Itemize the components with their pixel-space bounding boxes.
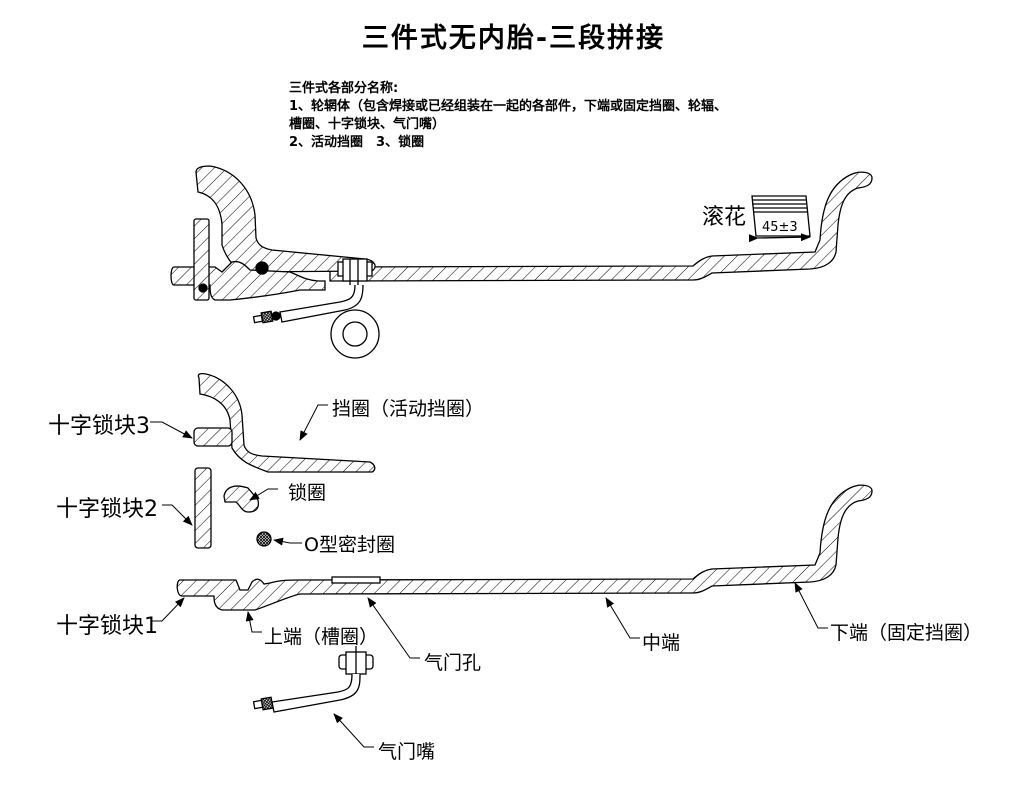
- exploded-view: [176, 372, 873, 713]
- rim-body-part: [176, 484, 873, 611]
- valve-stem-part: [252, 646, 374, 713]
- label-flange-ring: 挡圈（活动挡圈）: [332, 398, 485, 420]
- leader-cross-lock-2: [162, 504, 193, 526]
- notes-line-2: 槽圈、十字锁块、气门嘴）: [289, 117, 446, 132]
- label-cross-lock-1: 十字锁块1: [56, 614, 158, 639]
- leader-lock-ring: [249, 488, 278, 501]
- valve-hole-recess: [331, 576, 381, 584]
- label-cross-lock-2: 十字锁块2: [56, 497, 158, 522]
- label-lock-ring: 锁圈: [288, 482, 327, 504]
- assembled-cross-lock: [193, 218, 210, 301]
- knurl-label: 滚花: [702, 205, 747, 230]
- knurl-symbol: [748, 195, 811, 243]
- label-upper-end: 上端（槽圈）: [264, 626, 379, 648]
- label-valve-stem: 气门嘴: [378, 741, 436, 763]
- knurl-dimension: 45±3: [762, 220, 798, 235]
- label-lower-end: 下端（固定挡圈）: [830, 622, 983, 644]
- cross-lock-2-part: [194, 467, 212, 549]
- leader-lines: [150, 404, 828, 748]
- o-ring-part: [256, 531, 272, 547]
- leader-valve-hole: [367, 597, 420, 659]
- leader-middle-end: [605, 597, 640, 639]
- washer-outer: [330, 309, 380, 359]
- washer-inner: [342, 321, 368, 347]
- cross-lock-3-part: [193, 427, 233, 447]
- assembled-flange-ring: [195, 165, 376, 273]
- leader-o-ring: [273, 537, 302, 546]
- leader-lower-end: [794, 582, 828, 629]
- label-cross-lock-3: 十字锁块3: [48, 414, 150, 439]
- lock-ring-part: [223, 485, 260, 513]
- notes-line-1: 1、轮辋体（包含焊接或已经组装在一起的各部件，下端或固定挡圈、轮辐、: [289, 99, 728, 114]
- notes-heading: 三件式各部分名称:: [289, 81, 399, 96]
- leader-cross-lock-1: [152, 597, 185, 622]
- label-valve-hole: 气门孔: [424, 652, 482, 674]
- parts-notes: 三件式各部分名称: 1、轮辋体（包含焊接或已经组装在一起的各部件，下端或固定挡圈…: [289, 80, 727, 152]
- label-middle-end: 中端: [642, 632, 681, 654]
- leader-cross-lock-3: [150, 421, 193, 439]
- label-o-ring: O型密封圈: [304, 534, 395, 556]
- page-title: 三件式无内胎-三段拼接: [361, 23, 666, 54]
- assembled-view: [170, 165, 873, 359]
- assembled-rim-base: [329, 171, 873, 282]
- leader-flange-ring: [299, 404, 328, 441]
- flange-ring-part: [197, 372, 376, 473]
- notes-line-3: 2、活动挡圈 3、锁圈: [289, 135, 425, 150]
- leader-valve-stem: [333, 713, 374, 748]
- leader-upper-end: [245, 611, 262, 633]
- assembled-valve: [252, 258, 373, 324]
